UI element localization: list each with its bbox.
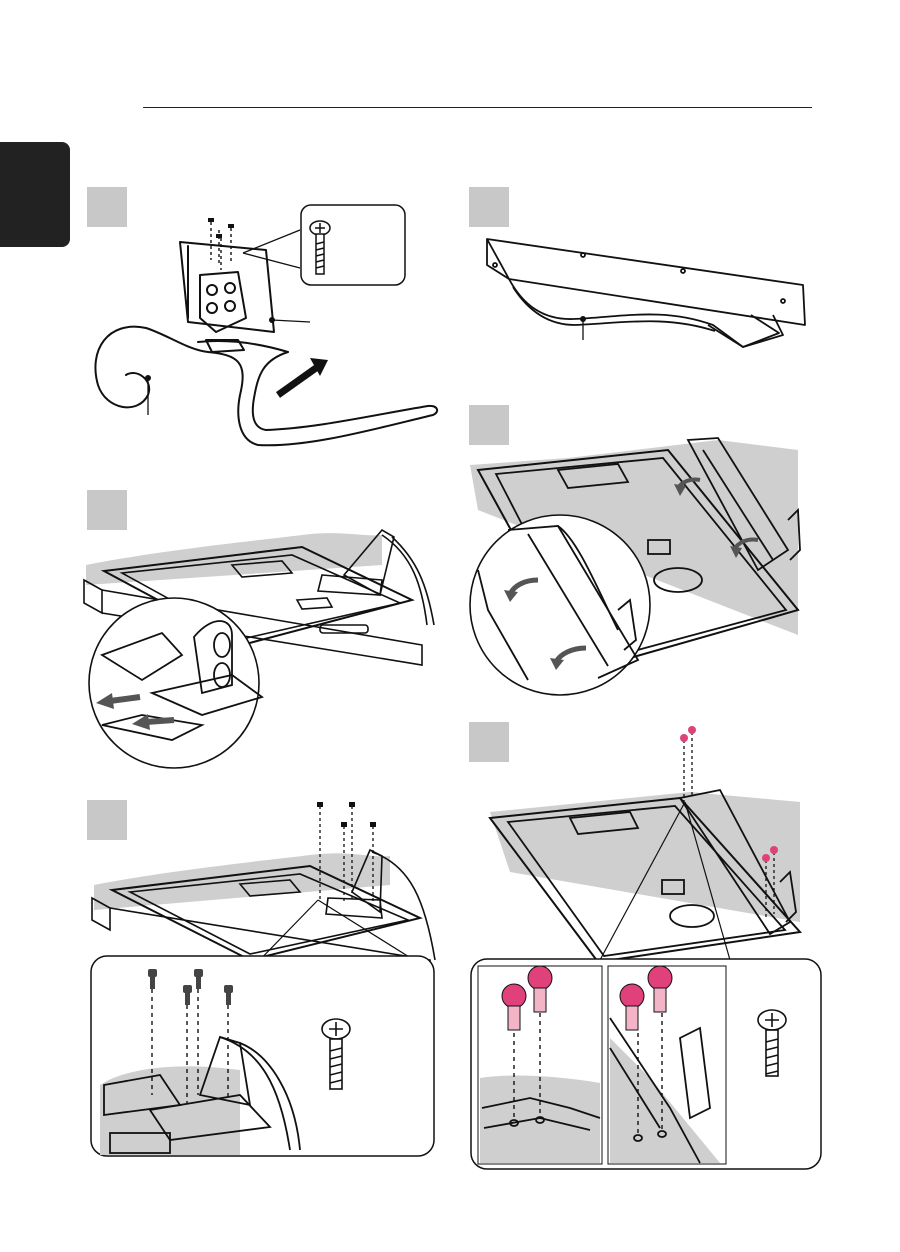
step-3-zoom-panel (90, 955, 435, 1157)
step-6-illustration (480, 722, 820, 962)
step-2-number-box (87, 490, 127, 530)
magnify-circle-icon (470, 515, 650, 695)
step-5-illustration (468, 430, 820, 695)
step-4-illustration (483, 235, 813, 360)
language-side-tab (0, 142, 70, 247)
magnify-circle-icon (89, 598, 262, 768)
screw-icon (317, 802, 376, 827)
step-2-illustration (82, 525, 442, 770)
step-1-screw-callout (300, 204, 406, 286)
arrow-icon (278, 358, 328, 395)
step-4-number-box (469, 187, 509, 227)
header-rule (143, 107, 812, 108)
step-3-illustration (90, 800, 440, 970)
step-6-zoom-panel (470, 958, 822, 1170)
screw-icon (208, 218, 234, 238)
